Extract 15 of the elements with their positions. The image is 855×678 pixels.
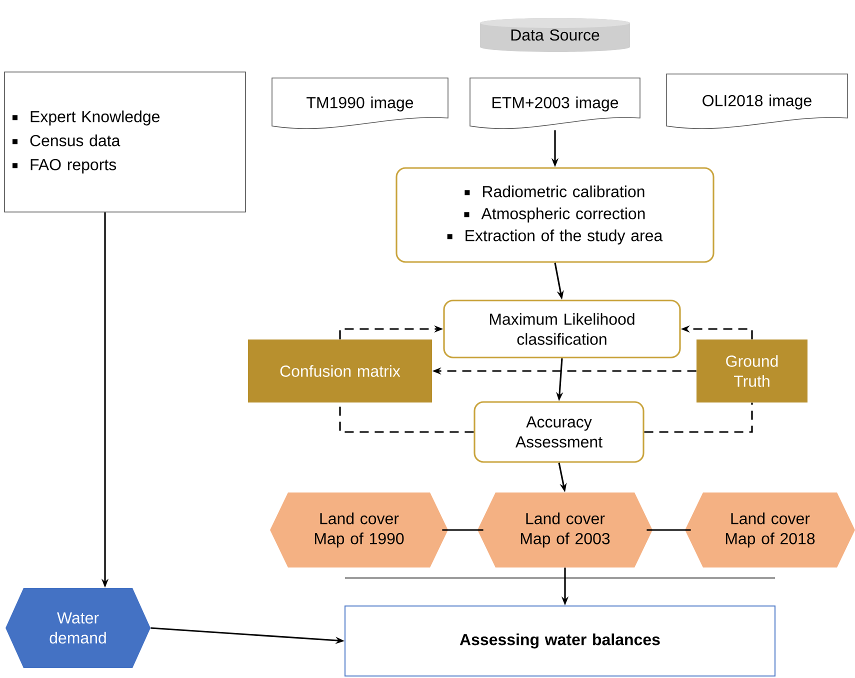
input-hexagon: Water demand — [6, 588, 150, 668]
process-box: Radiometric calibration Atmospheric correction Extraction of the study area — [396, 167, 714, 263]
map-hexagon: Land cover Map of 1990 — [270, 492, 448, 568]
map-hexagon: Land cover Map of 2018 — [685, 492, 855, 568]
data-source-cylinder: Data Source — [480, 18, 630, 52]
process-box: Accuracy Assessment — [474, 401, 644, 463]
dashed-line — [644, 402, 753, 433]
process-box: Maximum Likelihood classification — [443, 300, 681, 358]
map-hexagon: Land cover Map of 2003 — [478, 492, 652, 568]
output-box: Assessing water balances — [344, 606, 776, 676]
list-box: Expert Knowledge Census data FAO reports — [4, 72, 246, 212]
input-box: Confusion matrix — [248, 340, 432, 402]
connector-line — [646, 529, 691, 531]
connector-line — [442, 529, 484, 531]
input-box: Ground Truth — [696, 340, 808, 402]
